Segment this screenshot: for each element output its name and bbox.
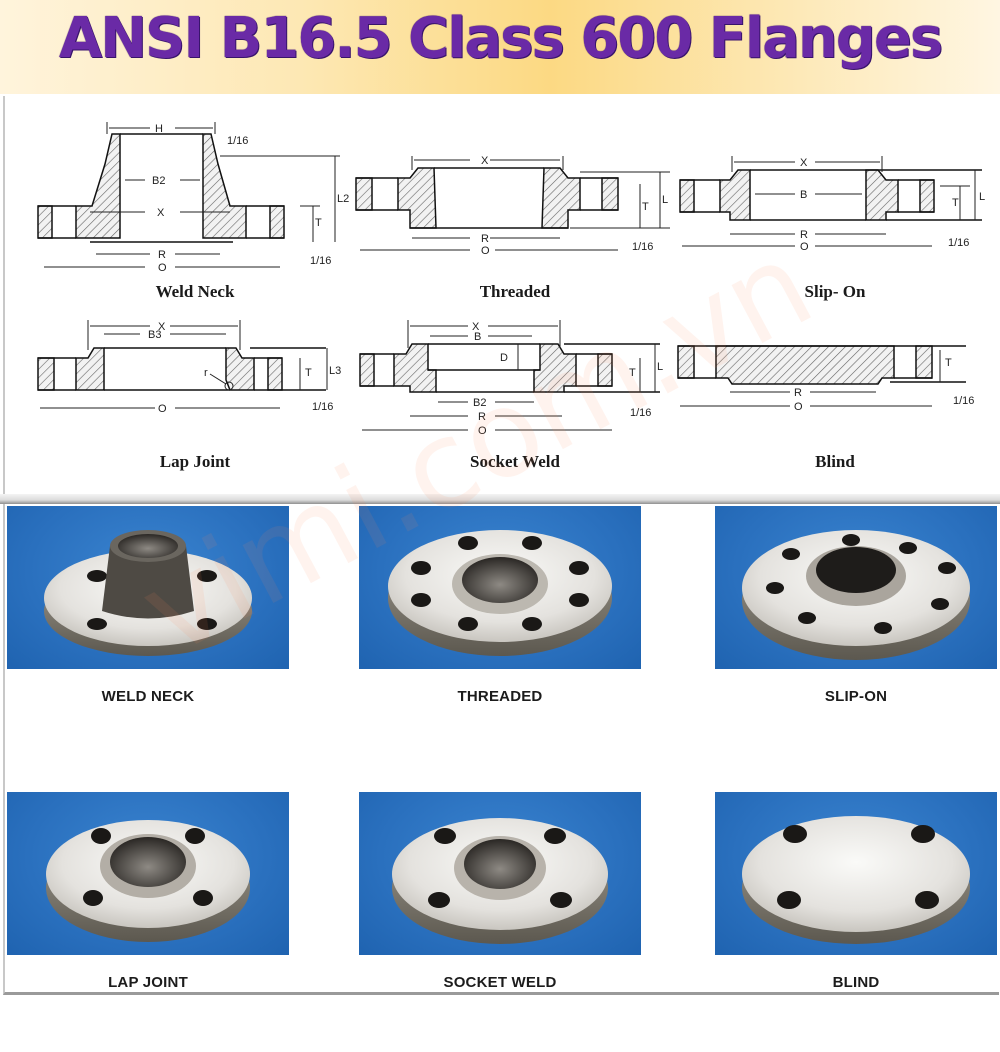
title-banner: ANSI B16.5 Class 600 Flanges [0,0,1000,94]
svg-text:1/16: 1/16 [953,395,974,407]
svg-text:1/16: 1/16 [632,241,653,253]
photo-label: THREADED [457,688,543,705]
svg-text:T: T [945,357,952,369]
svg-text:B: B [474,331,481,343]
photo-label: LAP JOINT [108,974,188,991]
diagram-label: Socket Weld [470,452,560,471]
svg-text:L: L [657,361,663,373]
slip-on-drawing-icon: X B R O T L 1/16 [679,156,985,253]
photo-label: SLIP-ON [824,688,888,705]
diagram-label: Weld Neck [155,282,235,301]
svg-text:X: X [157,207,165,219]
svg-text:O: O [158,403,167,415]
photo-label: WELD NECK [101,688,195,705]
svg-text:1/16: 1/16 [227,135,248,147]
section-divider [0,494,1000,504]
diagram-threaded: X R O T L 1/16 Threaded [350,148,680,338]
socket-weld-flange-photo-icon [359,792,641,955]
svg-text:R: R [481,233,489,245]
svg-text:B2: B2 [152,175,165,187]
svg-text:1/16: 1/16 [948,237,969,249]
svg-text:T: T [315,217,322,229]
svg-text:L2: L2 [337,193,349,205]
page-title: ANSI B16.5 Class 600 Flanges [58,6,943,71]
svg-text:X: X [481,155,489,167]
photo-label: SOCKET WELD [443,974,557,991]
svg-text:B3: B3 [148,329,161,341]
svg-text:L: L [662,194,668,206]
svg-text:B2: B2 [473,397,486,409]
diagram-blind: R O T 1/16 Blind [670,318,1000,508]
diagram-label: Lap Joint [159,452,231,471]
svg-text:1/16: 1/16 [312,401,333,413]
diagram-label: Threaded [479,282,551,301]
svg-text:H: H [155,123,163,135]
photo-label: BLIND [832,974,880,991]
svg-text:O: O [158,262,167,274]
svg-text:O: O [478,425,487,437]
svg-text:T: T [629,367,636,379]
svg-text:T: T [305,367,312,379]
diagram-label: Blind [815,452,855,471]
svg-text:R: R [158,249,166,261]
diagram-label: Slip- On [804,282,866,301]
photo-slip-on: SLIP-ON [715,506,1000,766]
svg-text:D: D [500,352,508,364]
svg-text:T: T [642,201,649,213]
svg-text:L: L [979,191,985,203]
photo-lap-joint: LAP JOINT [7,792,307,1052]
photo-weld-neck: WELD NECK [7,506,307,766]
svg-text:X: X [472,321,480,333]
weld-neck-drawing-icon: H 1/16 B2 X L2 T R O 1/16 [37,122,349,274]
lap-joint-drawing-icon: X B3 r T L3 O 1/16 [37,320,341,415]
blind-flange-photo-icon [715,792,997,955]
blind-drawing-icon: R O T 1/16 [677,345,974,413]
socket-weld-drawing-icon: X B D B2 R O T L 1/16 [359,320,663,437]
photo-blind: BLIND [715,792,1000,1052]
svg-text:R: R [794,387,802,399]
svg-text:1/16: 1/16 [630,407,651,419]
svg-text:r: r [204,367,208,379]
flange-photos-panel: WELD NECK THREADED [3,504,999,995]
svg-text:O: O [481,245,490,257]
slip-on-flange-photo-icon [715,506,997,669]
svg-text:1/16: 1/16 [310,255,331,267]
lap-joint-flange-photo-icon [7,792,289,955]
diagram-socket-weld: X B D B2 R O T L 1/16 Socket Weld [350,318,680,508]
weld-neck-flange-photo-icon [7,506,289,669]
svg-text:X: X [158,321,166,333]
svg-text:R: R [478,411,486,423]
diagram-slip-on: X B R O T L 1/16 Slip- On [670,148,1000,338]
svg-text:T: T [952,197,959,209]
technical-drawings-panel: H 1/16 B2 X L2 T R O 1/16 Weld Neck [3,96,999,494]
threaded-flange-photo-icon [359,506,641,669]
svg-text:X: X [800,157,808,169]
diagram-weld-neck: H 1/16 B2 X L2 T R O 1/16 Weld Neck [30,114,360,304]
threaded-drawing-icon: X R O T L 1/16 [355,155,670,257]
svg-text:L3: L3 [329,365,341,377]
svg-text:O: O [800,241,809,253]
svg-text:O: O [794,401,803,413]
svg-text:B: B [800,189,807,201]
photo-socket-weld: SOCKET WELD [359,792,659,1052]
photo-threaded: THREADED [359,506,659,766]
diagram-lap-joint: X B3 r T L3 O 1/16 Lap Joint [30,318,360,508]
svg-text:R: R [800,229,808,241]
